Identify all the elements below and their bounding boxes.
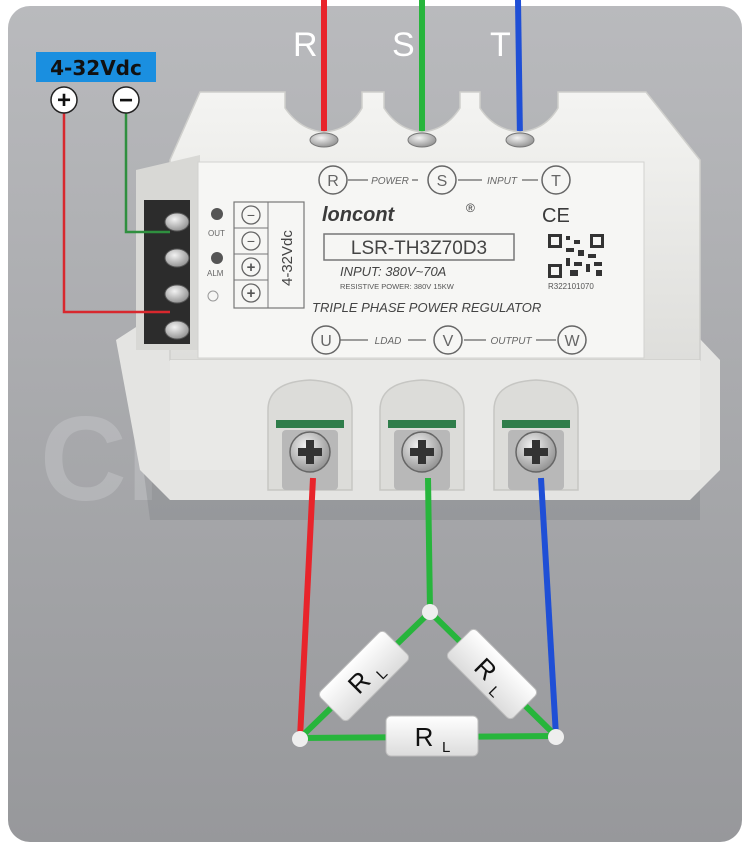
control-voltage-label: 4-32Vdc <box>279 230 296 286</box>
control-plus-2: + <box>247 285 256 302</box>
supply-plus-terminal <box>50 86 78 114</box>
terminal-label-u: U <box>320 333 332 350</box>
brand-name: loncont <box>322 204 396 226</box>
terminal-label-v: V <box>443 333 454 350</box>
wire-control-plus <box>62 112 170 314</box>
terminal-label-t: T <box>551 173 561 190</box>
supply-minus-sign: − <box>119 87 133 114</box>
control-minus-2: − <box>247 233 255 249</box>
output-label: OUTPUT <box>490 336 532 347</box>
model-number: LSR-TH3Z70D3 <box>351 238 487 259</box>
load-resistor-right: R L <box>446 628 538 720</box>
terminal-label-w: W <box>564 333 580 350</box>
alm-label: ALM <box>207 269 224 278</box>
registered-mark: ® <box>466 201 475 215</box>
phase-label-s: S <box>392 26 415 64</box>
control-minus-1: − <box>247 207 255 223</box>
terminal-label-s: S <box>437 173 448 190</box>
phase-label-r: R <box>293 26 318 64</box>
control-block: OUT ALM − − + + 4-32Vdc <box>207 201 305 309</box>
qr-code-icon <box>548 234 604 278</box>
dc-supply: 4-32Vdc + − <box>36 52 156 114</box>
load-resistor-bottom: R L <box>385 715 479 757</box>
ce-mark: CE <box>542 205 570 227</box>
product-name: TRIPLE PHASE POWER REGULATOR <box>312 300 541 315</box>
power-input-row: R POWER S INPUT T <box>318 165 571 195</box>
terminal-label-r: R <box>327 173 339 190</box>
wire-t-input <box>515 0 523 141</box>
phase-label-t: T <box>490 26 511 64</box>
supply-badge <box>36 52 156 82</box>
power-label: POWER <box>371 176 409 187</box>
output-screws <box>282 430 564 490</box>
load-resistor-left: R L <box>318 630 410 722</box>
wire-u-output <box>297 477 316 739</box>
serial-number: R322101070 <box>548 282 594 291</box>
supply-minus-terminal <box>112 86 140 114</box>
node-right <box>548 729 564 745</box>
node-top <box>422 604 438 620</box>
control-terminal-strip <box>144 200 190 344</box>
product-label: loncont ® CE LSR-TH3Z70D3 INPUT: 380V~70… <box>312 201 604 315</box>
control-plus-1: + <box>247 259 256 276</box>
input-rating: INPUT: 380V~70A <box>340 264 446 279</box>
wire-w-output <box>538 477 559 737</box>
supply-voltage-label: 4-32Vdc <box>50 56 142 80</box>
input-label: INPUT <box>487 176 518 187</box>
wire-v-output <box>425 477 433 611</box>
load-bottom-subscript: L <box>442 739 450 756</box>
supply-plus-sign: + <box>57 87 71 114</box>
load-bottom-label: R <box>415 722 434 752</box>
node-left <box>292 731 308 747</box>
delta-load: R L R L R L <box>292 604 564 757</box>
out-label: OUT <box>208 229 225 238</box>
wire-control-minus <box>124 112 170 234</box>
resistive-power: RESISTIVE POWER: 380V 15KW <box>340 282 455 291</box>
load-output-row: U LDAD V OUTPUT W <box>311 325 587 355</box>
load-label: LDAD <box>375 336 402 347</box>
input-screws <box>309 132 535 148</box>
